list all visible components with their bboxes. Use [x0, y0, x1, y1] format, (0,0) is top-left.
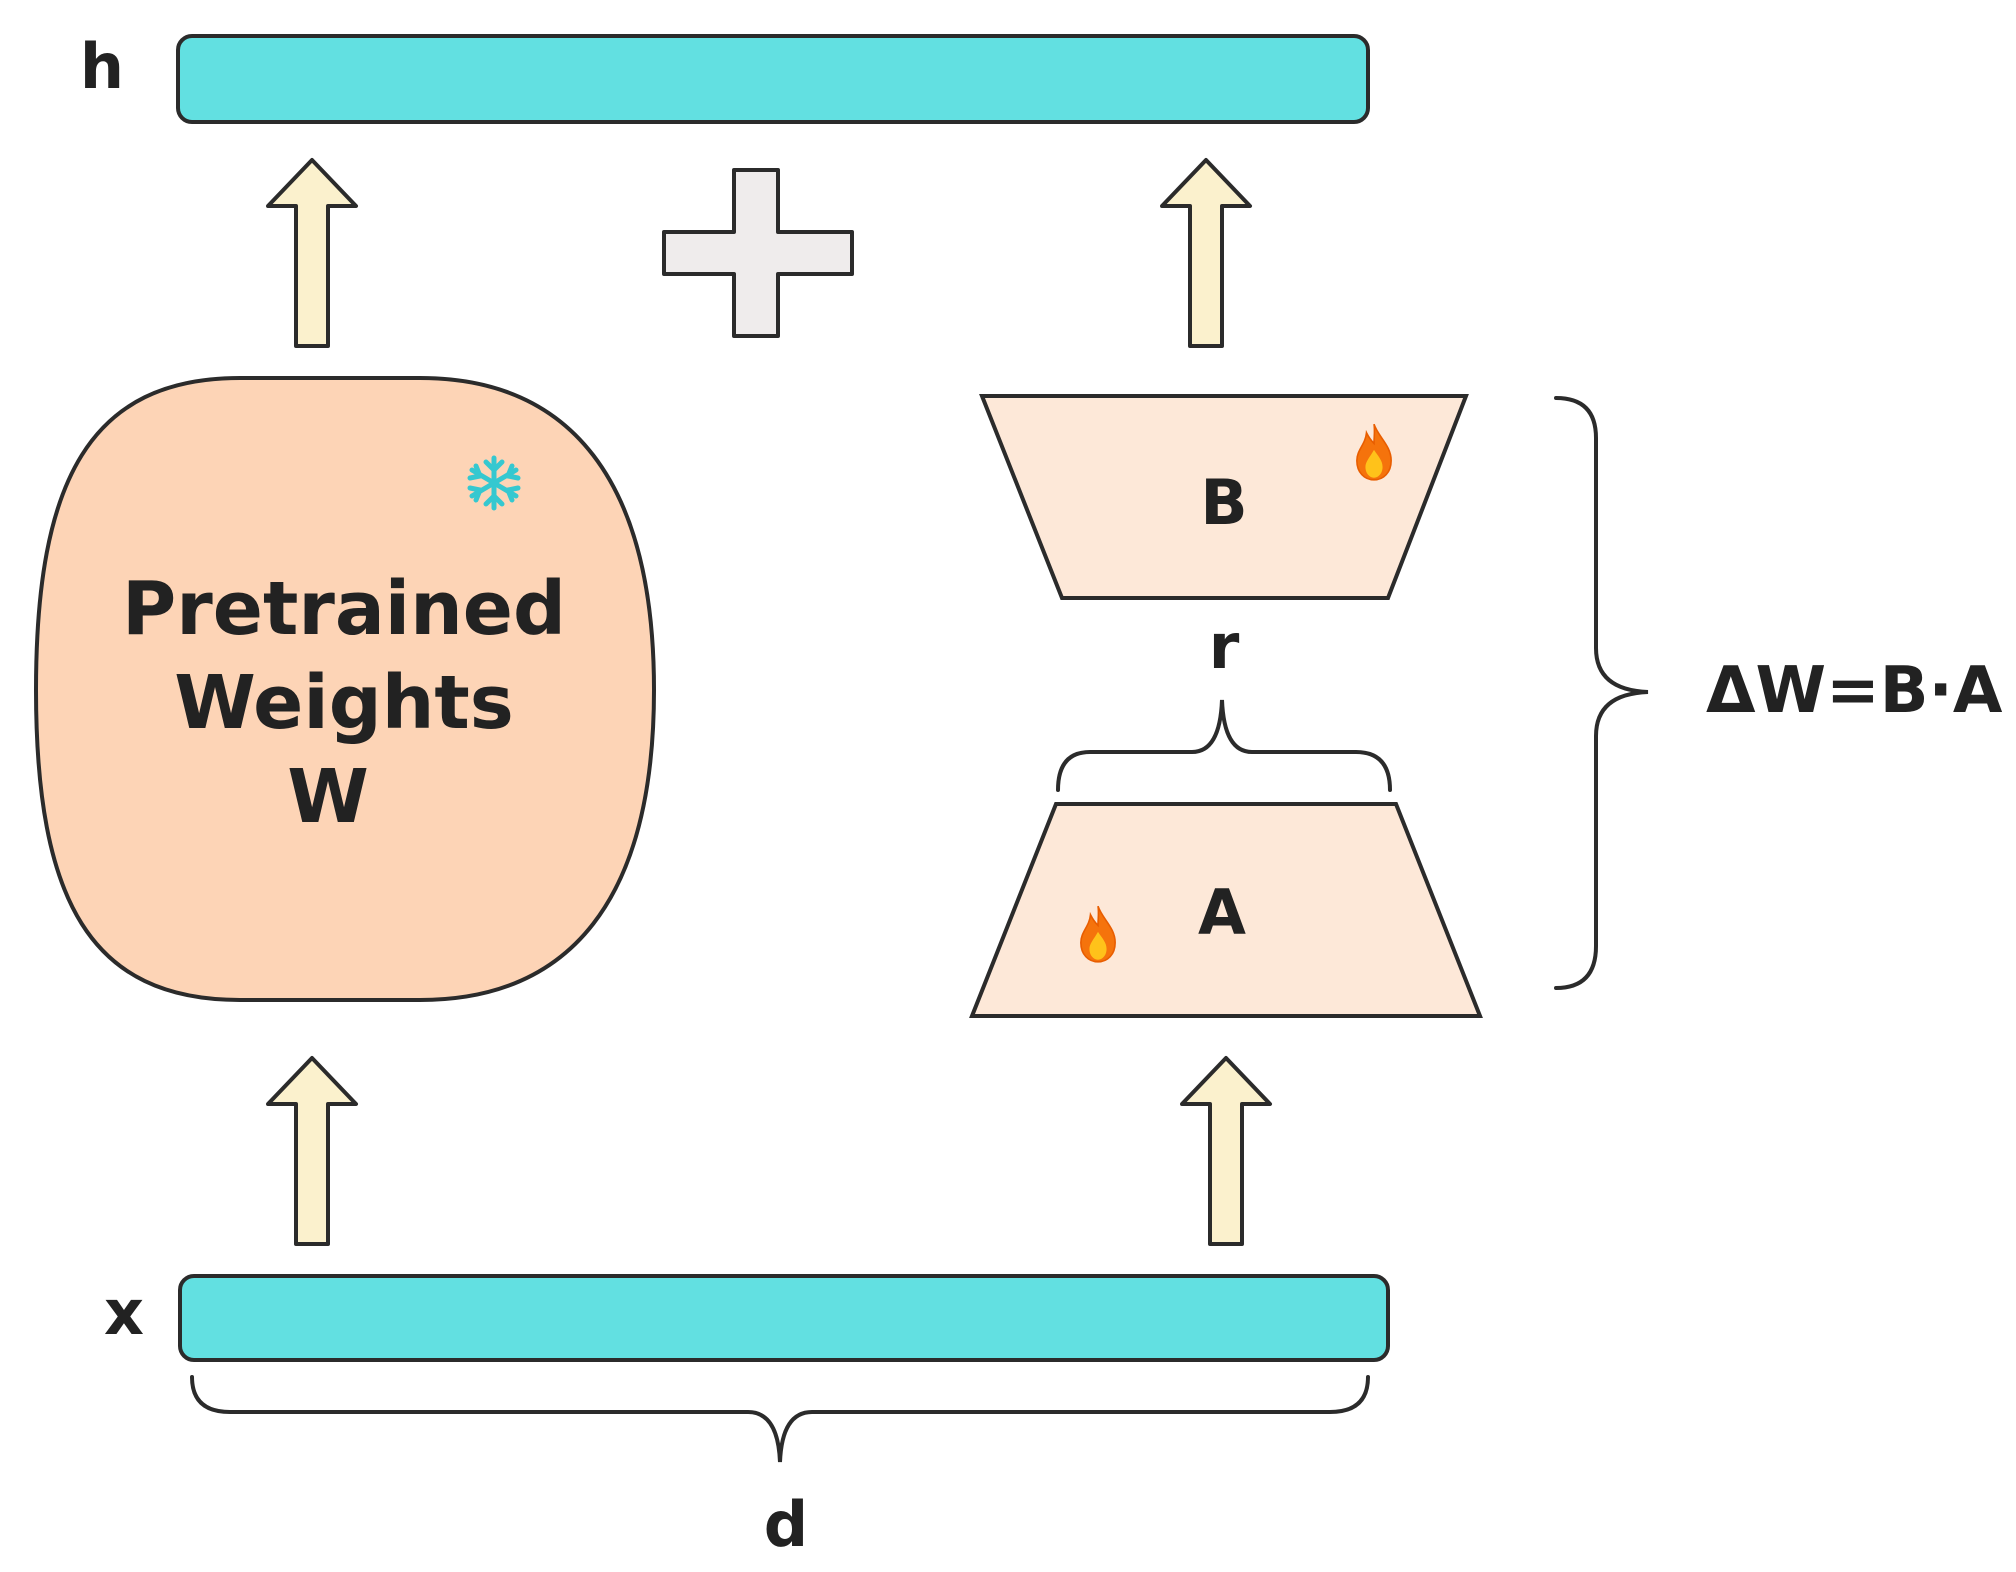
brace-delta-w: [1554, 396, 1649, 990]
input-vector-x: [178, 1274, 1390, 1362]
brace-r: [1056, 699, 1392, 792]
pretrained-label-line3: W: [287, 754, 369, 840]
matrix-a-label: A: [1198, 876, 1246, 949]
output-vector-h: [176, 34, 1370, 124]
arrow-up-icon: [1180, 1056, 1272, 1246]
pretrained-label-line1: Pretrained: [122, 566, 566, 652]
delta-w-equation: ΔW=B·A: [1706, 654, 2003, 728]
label-h: h: [80, 30, 124, 103]
arrow-up-icon: [266, 1056, 358, 1246]
pretrained-label-line2: Weights: [174, 660, 514, 746]
brace-d: [190, 1375, 1370, 1463]
matrix-b-block: [979, 394, 1469, 600]
snowflake-icon: [467, 455, 521, 511]
arrow-up-icon: [1160, 158, 1252, 348]
label-d: d: [764, 1488, 808, 1561]
matrix-a-block: [969, 802, 1483, 1018]
arrow-up-icon: [266, 158, 358, 348]
plus-icon: [662, 168, 854, 338]
label-r: r: [1209, 610, 1240, 683]
pretrained-weights-block: [33, 376, 657, 1002]
label-x: x: [104, 1276, 144, 1349]
matrix-b-label: B: [1200, 466, 1247, 539]
